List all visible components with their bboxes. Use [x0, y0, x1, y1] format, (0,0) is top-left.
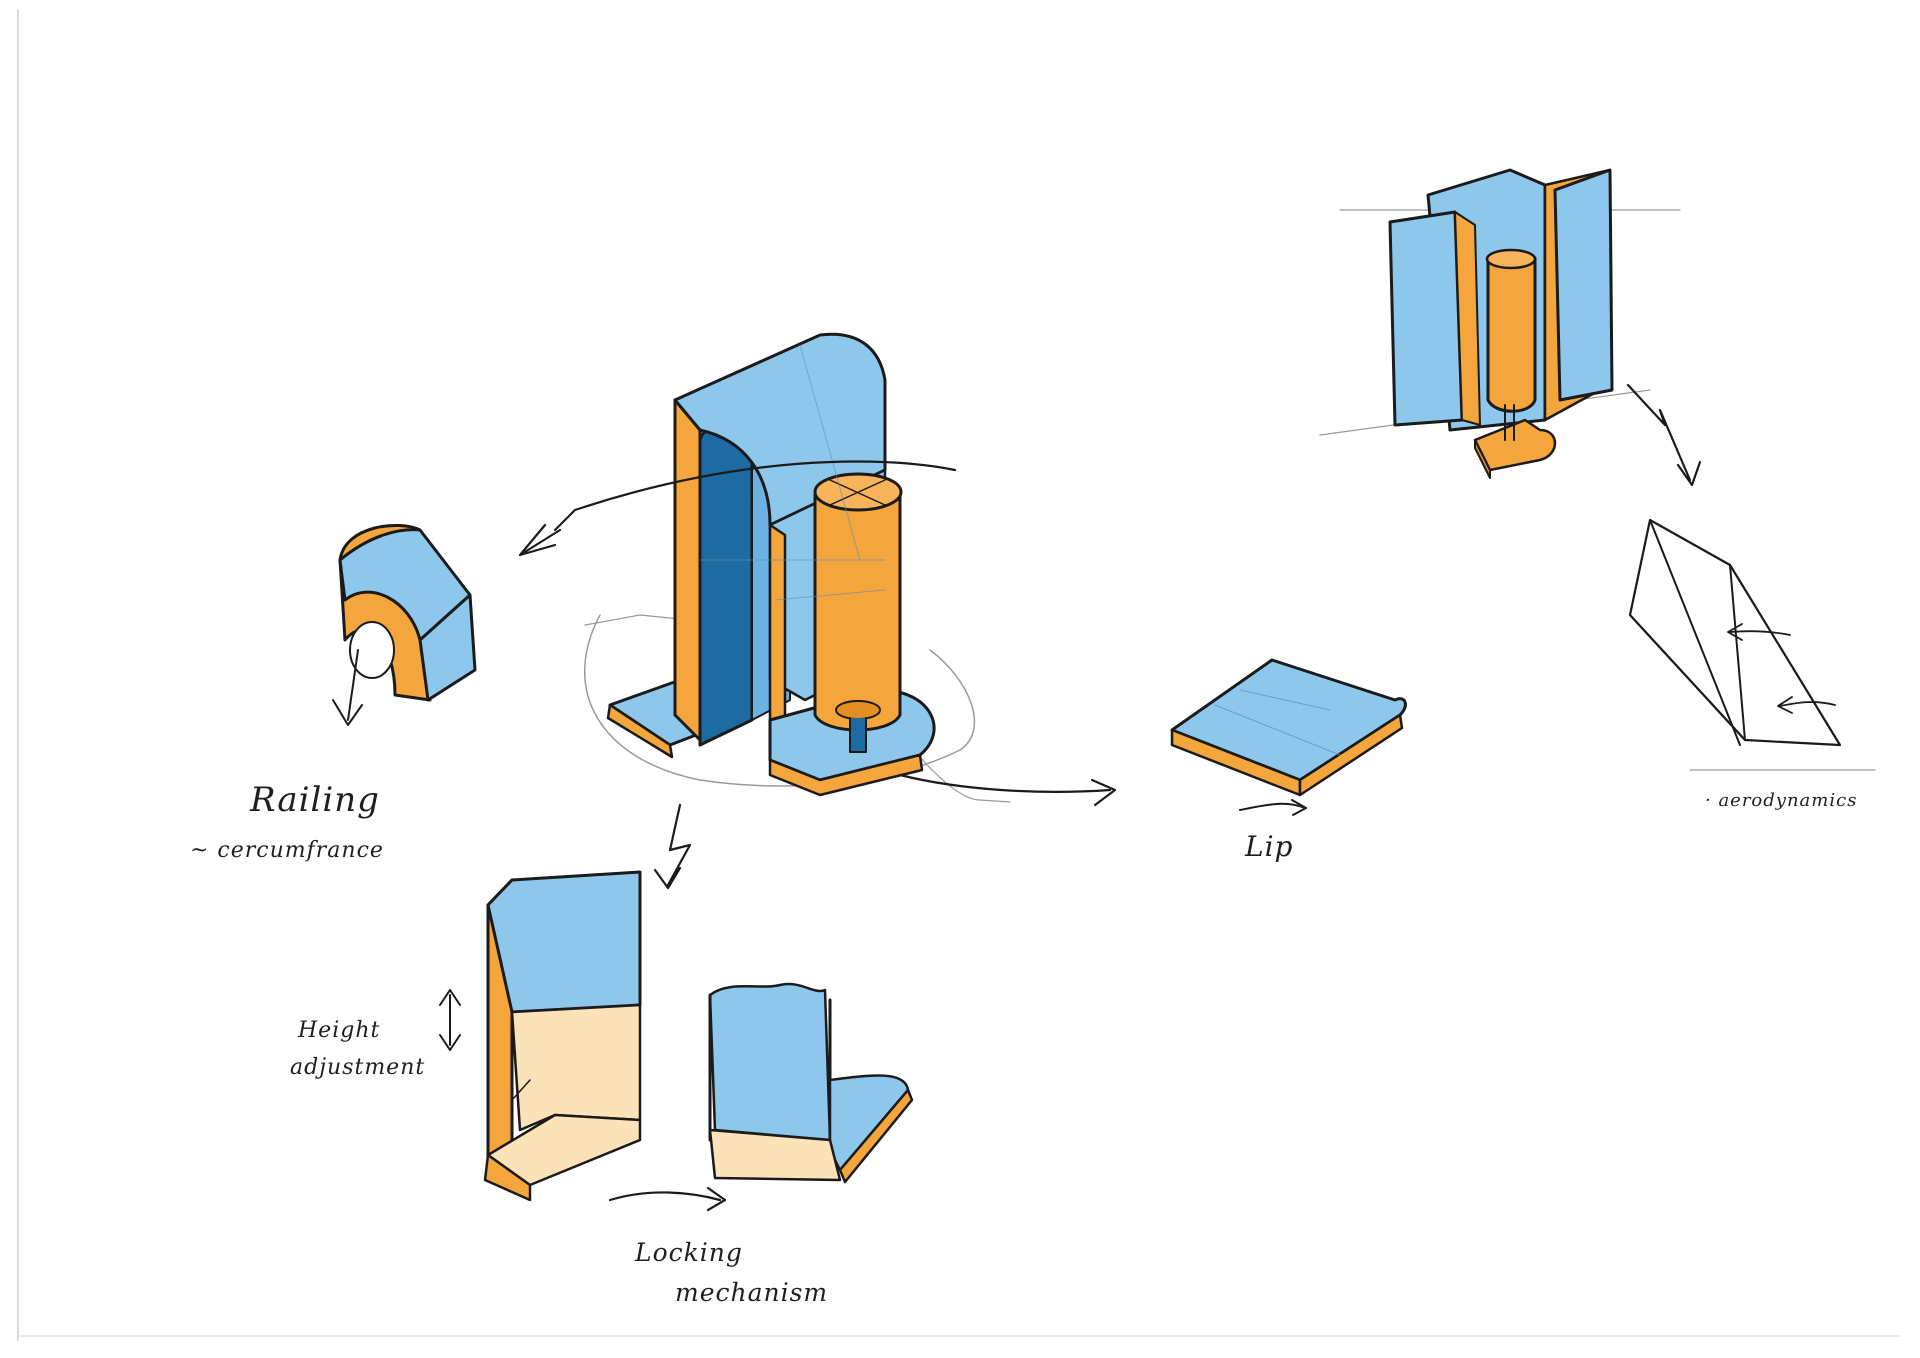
lip-piece	[1170, 658, 1407, 816]
arrow-to-lip	[898, 773, 1117, 807]
central-arch-left-leg	[673, 398, 702, 742]
locking-piece-cream-front	[708, 1128, 842, 1182]
height-piece-lower-cream	[510, 1003, 642, 1132]
central-cylinder-stem	[849, 717, 867, 753]
height-updown-arrow	[439, 989, 461, 1051]
locking-piece-blue-back	[708, 982, 832, 1142]
railing-down-arrow	[332, 649, 363, 726]
arrow-to-locking	[653, 803, 692, 890]
top-unit-right-panel	[1553, 168, 1614, 402]
label-locking-1: Locking	[635, 1238, 743, 1267]
top-right-unit	[1319, 168, 1681, 479]
central-unit	[584, 332, 1011, 803]
label-height-adjustment-1: Height	[298, 1018, 381, 1043]
wedge-outline	[1628, 518, 1842, 747]
label-locking-2: mechanism	[675, 1278, 829, 1307]
lip-curve-arrow	[1239, 799, 1307, 816]
height-adjustment-piece	[439, 870, 642, 1202]
height-piece-base-edge	[483, 1153, 532, 1202]
label-railing: Railing	[250, 780, 380, 820]
railing-front-face	[418, 593, 477, 702]
wedge-airflow-arrow-2	[1777, 696, 1836, 714]
central-cylinder-body	[813, 488, 902, 732]
label-lip: Lip	[1245, 830, 1294, 863]
arrow-to-railing	[518, 460, 957, 557]
top-unit-base-top	[1473, 418, 1557, 472]
arrow-locking	[608, 1186, 727, 1212]
arrow-to-aerodynamics	[1626, 383, 1702, 487]
railing-hole	[349, 621, 395, 679]
locking-piece-base-edge	[838, 1088, 914, 1184]
height-piece-top-blue	[486, 870, 642, 1014]
central-left-base-edge	[606, 703, 674, 759]
locking-piece-base-blue	[828, 1074, 910, 1172]
central-right-base-edge	[768, 753, 924, 797]
lip-top-face	[1170, 658, 1407, 782]
locking-piece	[708, 982, 914, 1184]
wedge-airflow-arrow-1	[1727, 623, 1791, 641]
railing-piece	[332, 523, 477, 726]
top-unit-left-panel-edge	[1454, 211, 1481, 426]
label-railing-sub: ~ cercumfrance	[190, 838, 384, 863]
aerodynamics-wedge	[1628, 518, 1876, 771]
label-aerodynamics: · aerodynamics	[1705, 790, 1858, 811]
lip-side-edge	[1298, 713, 1404, 797]
label-height-adjustment-2: adjustment	[290, 1055, 426, 1080]
top-unit-left-panel	[1388, 210, 1464, 427]
top-unit-cylinder	[1486, 256, 1537, 413]
